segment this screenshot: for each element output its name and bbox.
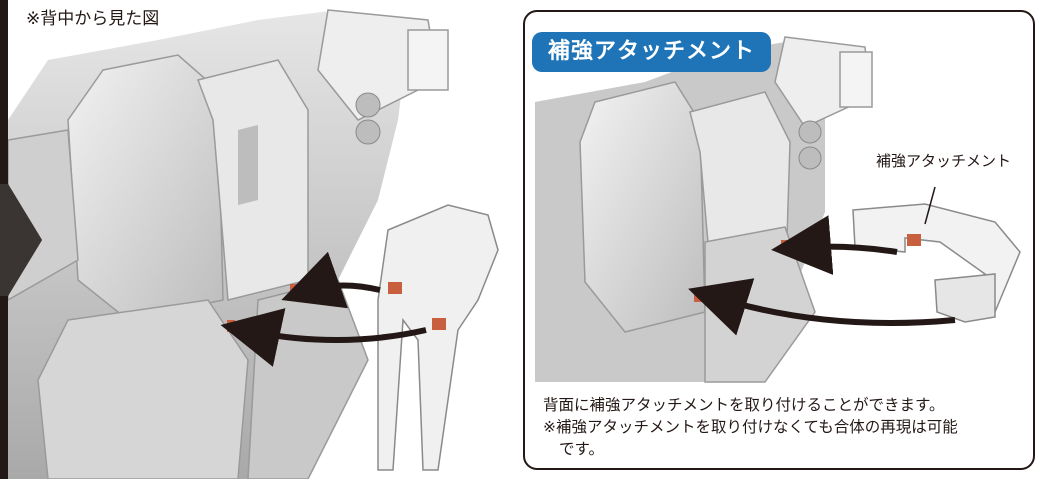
description-line-1: 背面に補強アタッチメントを取り付けることができます。 [543, 396, 945, 414]
description-line-3: です。 [559, 440, 604, 458]
panel-title: 補強アタッチメント [532, 32, 772, 72]
back-view-caption: ※背中から見た図 [20, 6, 166, 32]
back-view-illustration: ※背中から見た図 [8, 0, 508, 479]
description-text: 背面に補強アタッチメントを取り付けることができます。 ※補強アタッチメントを取り… [543, 394, 1023, 460]
part-callout-label: 補強アタッチメント [876, 152, 1012, 170]
description-line-2: ※補強アタッチメントを取り付けなくても合体の再現は可能 [543, 418, 958, 436]
attachment-panel: 補強アタッチメント 補強アタッチメント 背面に補強アタッチメントを取り付けること… [523, 10, 1035, 470]
chevron-right-icon [0, 184, 42, 296]
attachment-illustration [535, 36, 1021, 383]
